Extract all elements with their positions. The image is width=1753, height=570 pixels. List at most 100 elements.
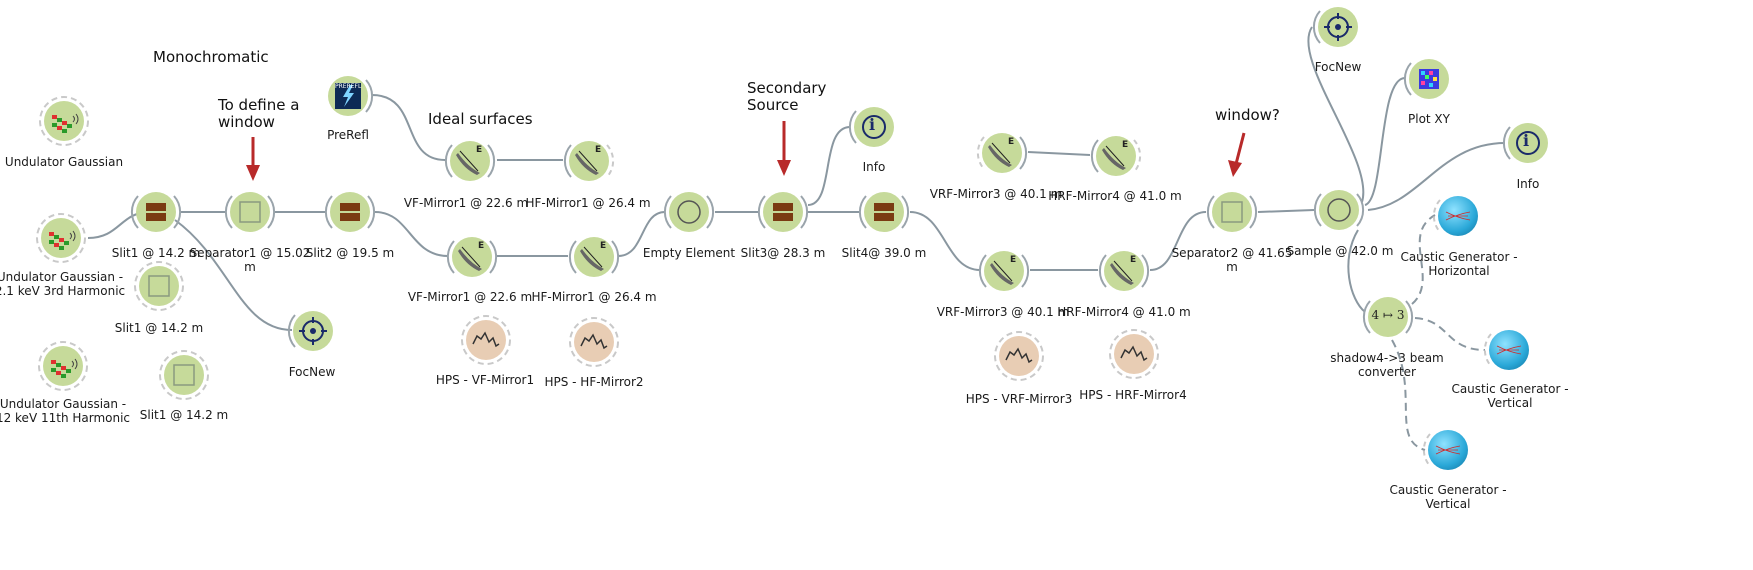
link-prerefl-vf1a[interactable] [371, 94, 446, 161]
widget-undulator-gaussian-11th-harmonic[interactable] [37, 340, 89, 392]
widget-focnew-1[interactable] [287, 305, 339, 357]
slit-icon [146, 203, 166, 221]
label-shadow4-3-converter: shadow4->3 beam converter [1330, 351, 1444, 379]
link-conv-caus-v1[interactable] [1414, 317, 1486, 351]
empty-square-icon [1221, 201, 1243, 223]
widget-slit4[interactable] [858, 186, 910, 238]
mirror-icon [458, 246, 482, 271]
label-slit3: Slit3@ 28.3 m [740, 246, 826, 260]
mirror-e-glyph: E [1130, 255, 1137, 265]
empty-circle-icon [1327, 198, 1351, 222]
widget-vrf-mirror3-a[interactable]: E [976, 127, 1028, 179]
widget-slit1-main[interactable] [130, 186, 182, 238]
note-monochromatic: Monochromatic [153, 48, 269, 66]
widget-caustic-generator-vertical-1[interactable] [1483, 324, 1535, 376]
widget-info-1[interactable]: i [848, 101, 900, 153]
widget-sample[interactable] [1313, 184, 1365, 236]
link-hrf4b-sep2[interactable] [1149, 211, 1207, 271]
link-sample-info2[interactable] [1367, 142, 1506, 211]
link-slit1-focnew1[interactable] [174, 219, 293, 331]
widget-vf-mirror1-b[interactable]: E [446, 231, 498, 283]
link-sample-focnew2[interactable] [1307, 26, 1365, 203]
widget-slit1-b[interactable] [133, 260, 185, 312]
note-secondary-source: Secondary Source [747, 79, 827, 114]
link-slit4-vrf3b[interactable] [909, 211, 981, 271]
arrow-window-q-head [1228, 160, 1242, 177]
widget-prerefl[interactable]: PREREFL [322, 70, 374, 122]
widget-separator1[interactable] [224, 186, 276, 238]
empty-square-icon [239, 201, 261, 223]
link-conv-caus-v2[interactable] [1391, 339, 1426, 451]
mirror-icon [1102, 145, 1126, 170]
widget-separator2[interactable] [1206, 186, 1258, 238]
widget-hf-mirror1-b[interactable]: E [568, 231, 620, 283]
widget-slit3[interactable] [757, 186, 809, 238]
link-vrf3a-hrf4a[interactable] [1027, 151, 1091, 156]
widget-undulator-gaussian-3rd-harmonic[interactable] [35, 212, 87, 264]
label-hrf-mirror4-a: HRF-Mirror4 @ 41.0 m [1048, 189, 1182, 203]
widget-shadow4-3-converter[interactable]: 4 ↦ 3 [1362, 291, 1414, 343]
widget-hps-vf-mirror1[interactable] [460, 314, 512, 366]
label-slit4: Slit4@ 39.0 m [841, 246, 927, 260]
widget-undulator-gaussian[interactable] [38, 95, 90, 147]
undulator-icon [51, 358, 78, 378]
widget-info-2[interactable]: i [1502, 117, 1554, 169]
label-hps-hrf-mirror4: HPS - HRF-Mirror4 [1079, 388, 1187, 402]
widget-caustic-generator-vertical-2[interactable] [1422, 424, 1474, 476]
arrow-secondary-source-head [777, 160, 791, 176]
widget-plot-xy[interactable] [1403, 53, 1455, 105]
widget-slit1-c[interactable] [158, 349, 210, 401]
link-hf1b-empty[interactable] [617, 211, 666, 257]
label-undulator-gaussian-11th: Undulator Gaussian - 12 keV 11th Harmoni… [0, 397, 131, 425]
arrow-window-q [1234, 132, 1246, 165]
widget-caustic-generator-horizontal[interactable] [1432, 190, 1484, 242]
workflow-links [87, 26, 1506, 451]
link-sample-plotxy[interactable] [1364, 77, 1406, 206]
caustic-icon [1435, 445, 1461, 455]
widget-vf-mirror1-a[interactable]: E [444, 135, 496, 187]
widget-slit2[interactable] [324, 186, 376, 238]
widget-hrf-mirror4-a[interactable]: E [1090, 130, 1142, 182]
widget-hps-hrf-mirror4[interactable] [1108, 328, 1160, 380]
info-icon [862, 115, 886, 139]
widget-hrf-mirror4-b[interactable]: E [1098, 245, 1150, 297]
label-plot-xy: Plot XY [1408, 112, 1450, 126]
label-hps-vrf-mirror3: HPS - VRF-Mirror3 [965, 392, 1073, 406]
widget-focnew-2[interactable] [1312, 1, 1364, 53]
surface-profile-icon [580, 333, 608, 350]
label-hps-vf-mirror1: HPS - VF-Mirror1 [435, 373, 535, 387]
link-sep2-sample[interactable] [1257, 209, 1315, 213]
label-slit1-b: Slit1 @ 14.2 m [114, 321, 204, 335]
link-slit3-info1[interactable] [807, 126, 851, 206]
label-prerefl: PreRefl [327, 128, 369, 142]
label-separator2: Separator2 @ 41.65 m [1171, 246, 1293, 274]
mirror-e-glyph: E [600, 241, 607, 251]
caustic-icon [1496, 345, 1522, 355]
caustic-icon [1445, 211, 1471, 221]
info-icon [1516, 131, 1540, 155]
mirror-e-glyph: E [1008, 137, 1015, 147]
label-hrf-mirror4-b: HRF-Mirror4 @ 41.0 m [1057, 305, 1191, 319]
note-window-question: window? [1215, 106, 1280, 124]
widget-empty-element[interactable] [663, 186, 715, 238]
prerefl-badge: PREREFL [335, 83, 362, 90]
label-hf-mirror1-b: HF-Mirror1 @ 26.4 m [531, 290, 657, 304]
widget-hf-mirror1-a[interactable]: E [563, 135, 615, 187]
label-caustic-generator-vertical-1: Caustic Generator - Vertical [1451, 382, 1569, 410]
label-hf-mirror1-a: HF-Mirror1 @ 26.4 m [525, 196, 651, 210]
label-vrf-mirror3-a: VRF-Mirror3 @ 40.1 m [929, 187, 1063, 201]
widget-hps-vrf-mirror3[interactable] [993, 330, 1045, 382]
focus-target-icon [299, 317, 327, 345]
label-empty-element: Empty Element [642, 246, 736, 260]
mirror-e-glyph: E [478, 241, 485, 251]
lightning-icon [335, 83, 361, 109]
label-focnew-2: FocNew [1314, 60, 1362, 74]
mirror-icon [580, 246, 604, 271]
widget-vrf-mirror3-b[interactable]: E [978, 245, 1030, 297]
mirror-e-glyph: E [476, 145, 483, 155]
empty-circle-icon [677, 200, 701, 224]
link-sample-conv[interactable] [1347, 229, 1366, 313]
link-slit2-vf1b[interactable] [374, 211, 449, 257]
widget-hps-hf-mirror2[interactable] [568, 316, 620, 368]
